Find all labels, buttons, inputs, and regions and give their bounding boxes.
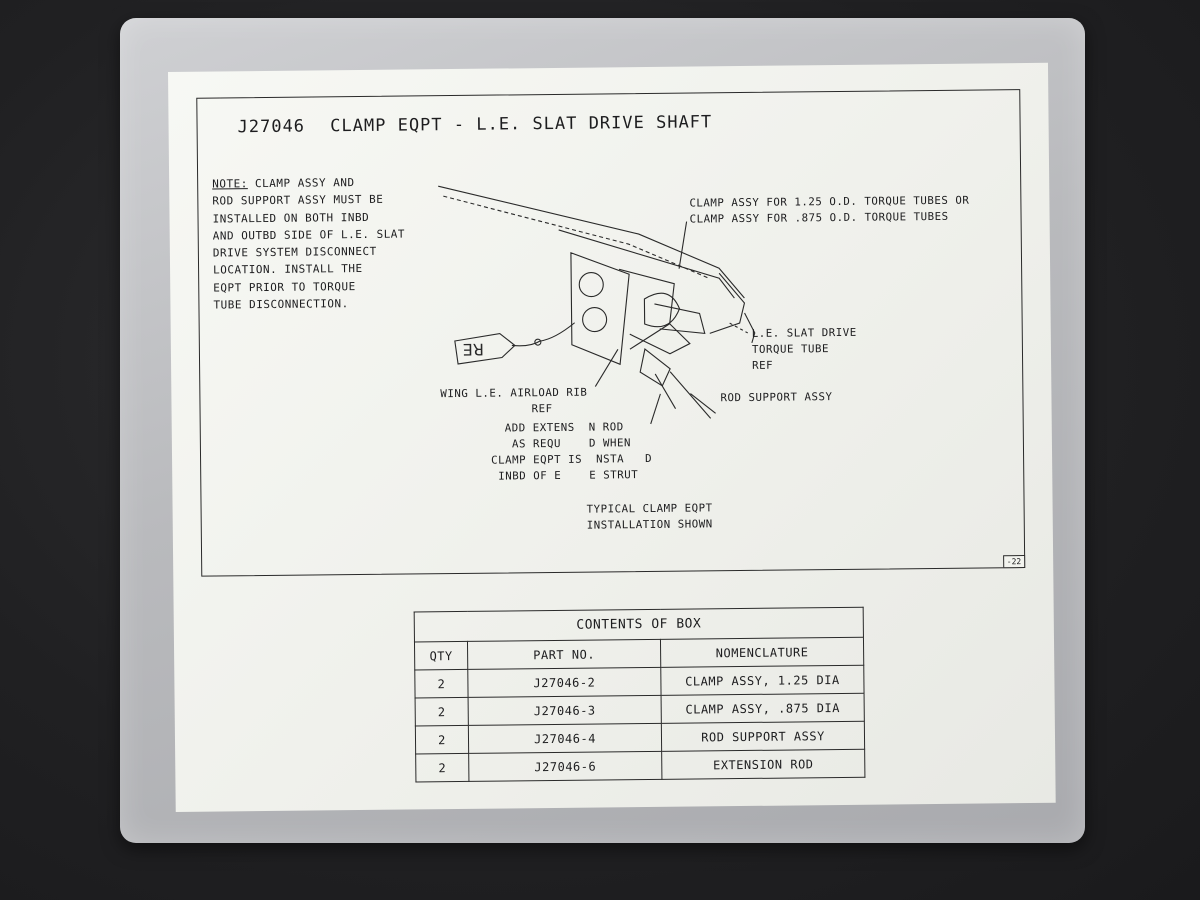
header-qty: QTY	[414, 641, 468, 670]
clamp-installation-drawing: RE	[438, 185, 756, 425]
qty-cell: 2	[415, 697, 469, 726]
table-row: 2 J27046-6 EXTENSION ROD	[415, 749, 865, 782]
diagram-frame: J27046 CLAMP EQPT - L.E. SLAT DRIVE SHAF…	[196, 89, 1026, 577]
callout-typical-installation: TYPICAL CLAMP EQPT INSTALLATION SHOWN	[586, 501, 713, 532]
callout-airload-rib: WING L.E. AIRLOAD RIB REF	[440, 385, 588, 417]
callout-rod-support: ROD SUPPORT ASSY	[720, 390, 833, 405]
callout-extension-rod: ADD EXTENS N ROD AS REQU D WHEN CLAMP EQ…	[490, 420, 653, 483]
tag-text: RE	[463, 340, 484, 359]
part-no-cell: J27046-2	[467, 667, 662, 698]
qty-cell: 2	[414, 669, 469, 698]
instruction-sheet: J27046 CLAMP EQPT - L.E. SLAT DRIVE SHAF…	[168, 62, 1056, 812]
callout-clamp-assy: CLAMP ASSY FOR 1.25 O.D. TORQUE TUBES OR…	[689, 193, 970, 226]
part-no-cell: J27046-3	[468, 695, 662, 726]
nomenclature-cell: ROD SUPPORT ASSY	[661, 721, 865, 752]
header-part-no: PART NO.	[467, 639, 661, 670]
header-nomenclature: NOMENCLATURE	[660, 637, 864, 668]
table-caption: CONTENTS OF BOX	[414, 607, 864, 642]
part-no-cell: J27046-4	[468, 723, 662, 754]
part-no-cell: J27046-6	[468, 751, 662, 782]
page-code: -22	[1002, 555, 1026, 569]
nomenclature-cell: CLAMP ASSY, .875 DIA	[661, 693, 865, 724]
nomenclature-cell: EXTENSION ROD	[661, 749, 865, 780]
qty-cell: 2	[415, 753, 469, 782]
nomenclature-cell: CLAMP ASSY, 1.25 DIA	[660, 665, 865, 696]
qty-cell: 2	[415, 725, 469, 754]
callout-torque-tube: L.E. SLAT DRIVE TORQUE TUBE REF	[751, 325, 857, 372]
contents-table: CONTENTS OF BOX QTY PART NO. NOMENCLATUR…	[414, 607, 866, 783]
